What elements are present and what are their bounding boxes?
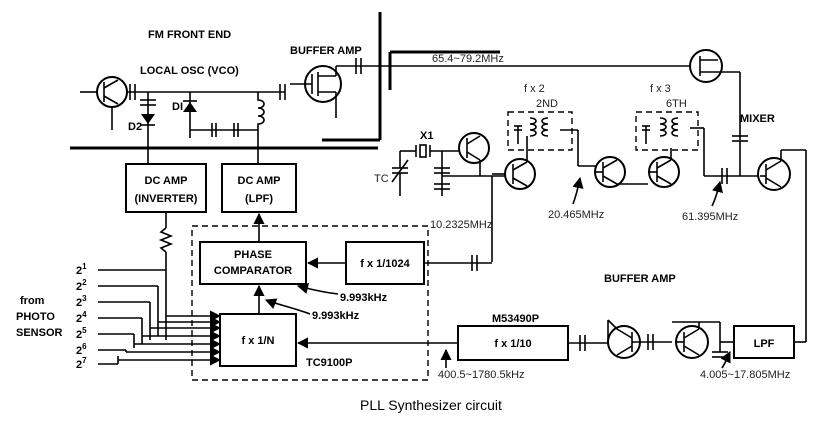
d2-cap [140,99,156,106]
ref2-label: 9.993kHz [312,310,360,322]
div10-in-label: 400.5~1780.5kHz [438,369,525,381]
m53490p-label: M53490P [492,313,539,325]
svg-text:25: 25 [76,326,87,341]
bias-caps [211,123,239,137]
svg-text:f x 1/10: f x 1/10 [494,338,531,350]
photo-sensor-label: from PHOTO SENSOR [16,295,63,339]
phase-comparator-block: PHASE COMPARATOR [199,241,307,285]
buffer-amp-top-label: BUFFER AMP [290,45,362,57]
inverter-resistor [158,212,174,340]
fx2-label: f x 2 [524,83,545,95]
ref1-arrow [296,283,339,295]
osc-caps [434,167,450,190]
d2-diode [141,114,155,126]
svg-text:PHASE: PHASE [234,249,272,261]
tripler-transistor-1 [594,156,626,188]
osc-transistor [458,132,490,164]
fx3-sub-label: 6TH [666,98,687,110]
front-end-frame [70,12,500,150]
vco-range-label: 65.4~79.2MHz [432,53,504,65]
fx3-freq-label: 61.395MHz [682,211,738,223]
fx2-sub-label: 2ND [536,98,558,110]
input-lines [98,269,222,366]
svg-text:27: 27 [76,356,87,371]
buffer-amp-bottom-label: BUFFER AMP [604,273,676,285]
fx3-coils [642,117,705,176]
lpf-block: LPF [733,325,795,359]
lpf-out-arrow [720,350,731,369]
fx2-freq-label: 20.465MHz [548,209,604,221]
svg-text:LPF: LPF [754,338,775,350]
svg-text:22: 22 [76,278,87,293]
svg-text:SENSOR: SENSOR [16,327,63,339]
local-osc-label: LOCAL OSC (VCO) [140,65,239,77]
div1024-block: f x 1/1024 [345,241,425,285]
trimmer-tc [391,151,409,196]
tripler-transistor-2 [648,148,680,188]
svg-text:26: 26 [76,342,87,357]
svg-text:(INVERTER): (INVERTER) [135,193,198,205]
lpf-cap [712,342,728,358]
svg-text:21: 21 [76,262,87,277]
fx3-shield [635,111,699,151]
diagram-caption: PLL Synthesizer circuit [360,397,502,413]
div10-couple-cap [579,335,586,351]
svg-text:f x 1/N: f x 1/N [241,335,274,347]
doubler-transistor [492,148,536,190]
crystal-x1 [400,144,462,158]
d1-diode [183,100,197,112]
buffer-transistor-2 [672,321,734,359]
div10-block: f x 1/10 [457,325,569,361]
front-end-title: FM FRONT END [148,29,231,41]
svg-text:from: from [20,295,45,307]
fx2-shield [507,111,573,151]
ref1-label: 9.993kHz [340,292,388,304]
dc-amp-inverter-block: DC AMP (INVERTER) [125,163,207,213]
xtal-freq-label: 10.2325MHz [430,219,492,231]
buffer-amp-fet [290,65,342,118]
vco-out-cap [355,58,362,74]
x1-label: X1 [420,130,433,142]
vco-tank-coil [257,92,265,160]
divN-block: f x 1/N [219,313,297,367]
vco-transistor [80,76,128,130]
fx3-freq-arrow [711,180,723,207]
svg-text:f x 1/1024: f x 1/1024 [360,258,410,270]
vco-couple-cap [129,84,136,100]
dc-amp-lpf-block: DC AMP (LPF) [221,163,297,213]
buffer-transistor-1 [607,319,672,359]
buffer-input-cap [279,84,286,100]
svg-text:24: 24 [76,310,87,325]
tc-label: TC [374,173,389,185]
ref-couple-cap [471,255,478,271]
svg-text:23: 23 [76,294,87,309]
lpf-out-label: 4.005~17.805MHz [700,369,790,381]
mixer-transistor [757,149,807,343]
fx3-label: f x 3 [650,83,671,95]
tc9100p-outline [191,225,429,381]
svg-text:PHOTO: PHOTO [16,311,55,323]
mixer-fet [689,49,741,140]
buffer-couple-cap [647,334,654,350]
d1-label: DI [172,101,183,113]
svg-text:DC AMP: DC AMP [145,175,188,187]
d2-label: D2 [128,121,142,133]
fx2-coils [514,117,579,166]
svg-text:COMPARATOR: COMPARATOR [214,265,292,277]
ref2-arrow [264,298,311,315]
svg-text:DC AMP: DC AMP [238,175,281,187]
fx2-freq-arrow [572,176,584,205]
svg-text:(LPF): (LPF) [245,193,273,205]
tc9100p-label: TC9100P [306,357,352,369]
input-bit-labels: 21 22 23 24 25 26 27 [76,262,87,371]
mixer-label: MIXER [740,113,775,125]
